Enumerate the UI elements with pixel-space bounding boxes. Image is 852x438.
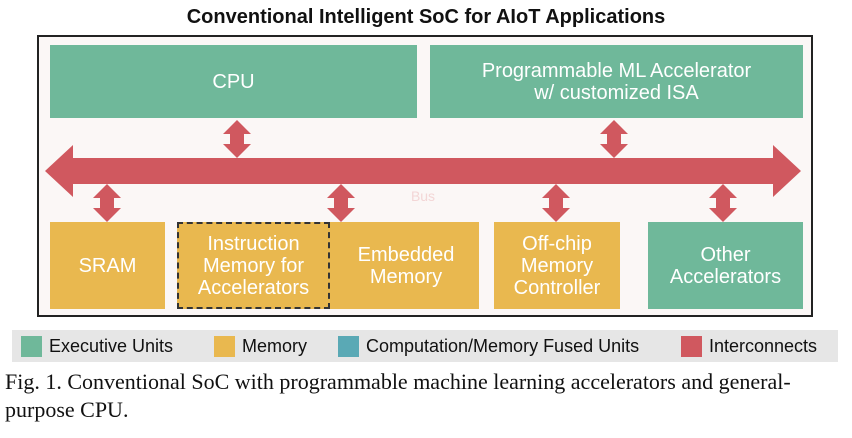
cpu-block: CPU [50, 45, 417, 118]
sram-bus-connector [93, 184, 121, 222]
legend-label: Executive Units [49, 335, 174, 356]
bus-arrow [45, 145, 801, 197]
embedded-memory-label: Embedded Memory [357, 243, 455, 288]
embedded-bus-connector [327, 184, 355, 222]
other-accelerators-block: Other Accelerators [648, 222, 803, 309]
legend-item-memory: Memory [214, 330, 307, 362]
legend-swatch-executive [21, 335, 42, 357]
legend-swatch-interconnects [681, 335, 702, 357]
legend-item-executive: Executive Units [21, 330, 173, 362]
offchip-controller-label: Off-chip Memory Controller [513, 232, 601, 299]
legend-swatch-fused [338, 335, 359, 357]
legend-swatch-memory [214, 335, 235, 357]
diagram-title: Conventional Intelligent SoC for AIoT Ap… [186, 6, 666, 28]
bus-label: Bus [411, 188, 435, 204]
legend-label: Interconnects [709, 335, 818, 356]
sram-label: SRAM [78, 254, 137, 277]
cpu-label: CPU [212, 70, 255, 93]
figure-caption: Fig. 1. Conventional SoC with programmab… [5, 369, 791, 422]
legend-item-fused: Computation/Memory Fused Units [338, 330, 639, 362]
other-accelerators-label: Other Accelerators [669, 243, 782, 288]
cpu-bus-connector [223, 120, 251, 158]
instruction-memory-label: Instruction Memory for Accelerators [197, 232, 310, 299]
ml-accelerator-block: Programmable ML Accelerator w/ customize… [430, 45, 803, 118]
sram-block: SRAM [50, 222, 165, 309]
instruction-memory-block: Instruction Memory for Accelerators [177, 222, 330, 309]
legend-label: Computation/Memory Fused Units [366, 335, 640, 356]
legend-item-interconnects: Interconnects [681, 330, 817, 362]
offchip-bus-connector [542, 184, 570, 222]
ml-accelerator-label: Programmable ML Accelerator w/ customize… [481, 59, 752, 104]
embedded-memory-block: Embedded Memory [333, 222, 479, 309]
ml-bus-connector [600, 120, 628, 158]
legend-label: Memory [242, 335, 308, 356]
offchip-controller-block: Off-chip Memory Controller [494, 222, 620, 309]
legend: Executive Units Memory Computation/Memor… [12, 330, 838, 362]
other-bus-connector [709, 184, 737, 222]
